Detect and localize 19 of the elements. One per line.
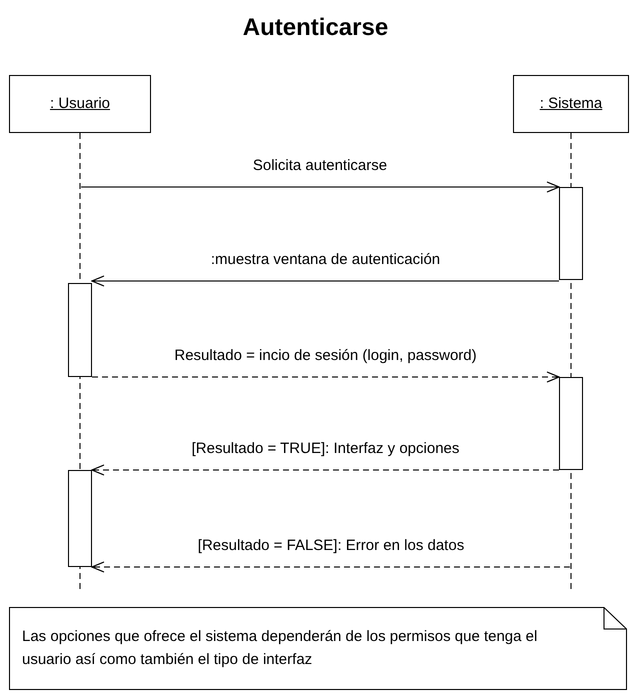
message-label: :muestra ventana de autenticación xyxy=(210,251,440,268)
message-arrow xyxy=(91,275,560,287)
object-name: : Usuario xyxy=(50,94,110,114)
message-label: Resultado = incio de sesión (login, password) xyxy=(174,347,477,364)
message-arrow xyxy=(91,561,570,573)
activation-bar xyxy=(559,187,583,280)
note-text: Las opciones que ofrece el sistema dependerán de los permisos que tenga el usuario así como también el tipo de interfaz xyxy=(22,627,538,670)
diagram-title: Autenticarse xyxy=(242,14,390,42)
message-arrow xyxy=(80,181,560,193)
activation-bar xyxy=(68,470,92,567)
message-label: [Resultado = FALSE]: Error en los datos xyxy=(198,537,464,554)
message-label: Solicita autenticarse xyxy=(252,157,388,174)
message-arrow xyxy=(91,464,560,476)
activation-bar xyxy=(559,377,583,470)
object-name: : Sistema xyxy=(540,94,602,114)
activation-bar xyxy=(68,283,92,377)
message-label: [Resultado = TRUE]: Interfaz y opciones xyxy=(192,440,460,457)
note xyxy=(9,607,627,690)
message-arrow xyxy=(92,371,560,383)
